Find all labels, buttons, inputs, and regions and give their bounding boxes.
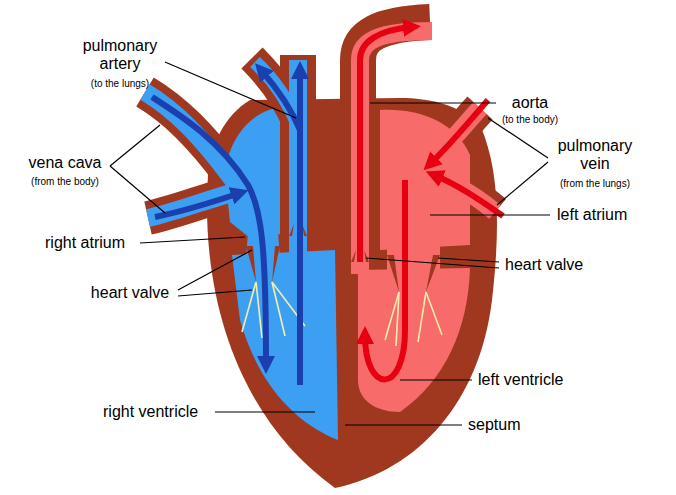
part-label: right ventricle <box>103 403 198 421</box>
chorda <box>396 292 399 346</box>
flow-arrow <box>297 70 303 385</box>
left-ventricle-chamber <box>358 268 470 412</box>
flow-arrow <box>430 100 488 164</box>
chorda <box>426 292 442 335</box>
leader-line <box>110 125 160 166</box>
part-label: left atrium <box>557 206 627 224</box>
valve-flap <box>426 255 440 292</box>
valve-flap <box>351 250 356 262</box>
leader-line <box>430 214 550 215</box>
vena-cava-lumen <box>145 92 236 184</box>
leader-line <box>178 290 252 296</box>
leader-line <box>370 102 496 103</box>
part-label: heart valve <box>91 284 169 302</box>
flow-arrow <box>261 70 300 130</box>
flow-arrow <box>434 175 503 216</box>
part-label: vena cava <box>29 154 102 172</box>
chorda <box>242 282 256 332</box>
leader-line <box>110 166 165 213</box>
valve-flaps <box>246 224 440 292</box>
chorda <box>418 292 426 342</box>
vessel-interiors <box>145 92 495 218</box>
valve-flap <box>272 246 280 282</box>
flow-arrow <box>360 27 412 262</box>
valve-flap <box>364 250 369 262</box>
oxygenated-flow <box>360 27 503 379</box>
leader-line <box>215 411 315 412</box>
part-label: pulmonary artery <box>70 37 170 74</box>
chorda <box>256 282 262 338</box>
flow-arrow <box>365 180 405 379</box>
valve-flap <box>289 224 294 236</box>
part-label: right atrium <box>45 234 125 252</box>
leader-line <box>366 258 499 268</box>
part-label: heart valve <box>505 256 583 274</box>
direction-note: (to the body) <box>502 114 558 126</box>
flow-arrow <box>152 97 266 365</box>
leader-line <box>140 237 245 243</box>
direction-note: (from the body) <box>31 176 99 188</box>
leader-line <box>178 250 252 290</box>
part-label: aorta <box>512 94 548 112</box>
deoxygenated-flow <box>152 70 300 385</box>
part-label: pulmonary vein <box>545 137 645 174</box>
leader-lines <box>110 62 550 425</box>
leader-line <box>497 162 548 205</box>
chordae-tendineae <box>242 282 442 346</box>
leader-line <box>438 258 499 262</box>
part-label: left ventricle <box>478 371 563 389</box>
valve-flap <box>246 246 256 282</box>
leader-line <box>400 379 472 380</box>
direction-note: (from the lungs) <box>560 178 630 190</box>
leader-line <box>345 424 462 425</box>
leader-line <box>165 62 296 118</box>
part-label: septum <box>468 416 520 434</box>
direction-note: (to the lungs) <box>91 78 149 90</box>
flow-arrow <box>155 193 240 217</box>
aorta-lumen <box>360 31 432 274</box>
